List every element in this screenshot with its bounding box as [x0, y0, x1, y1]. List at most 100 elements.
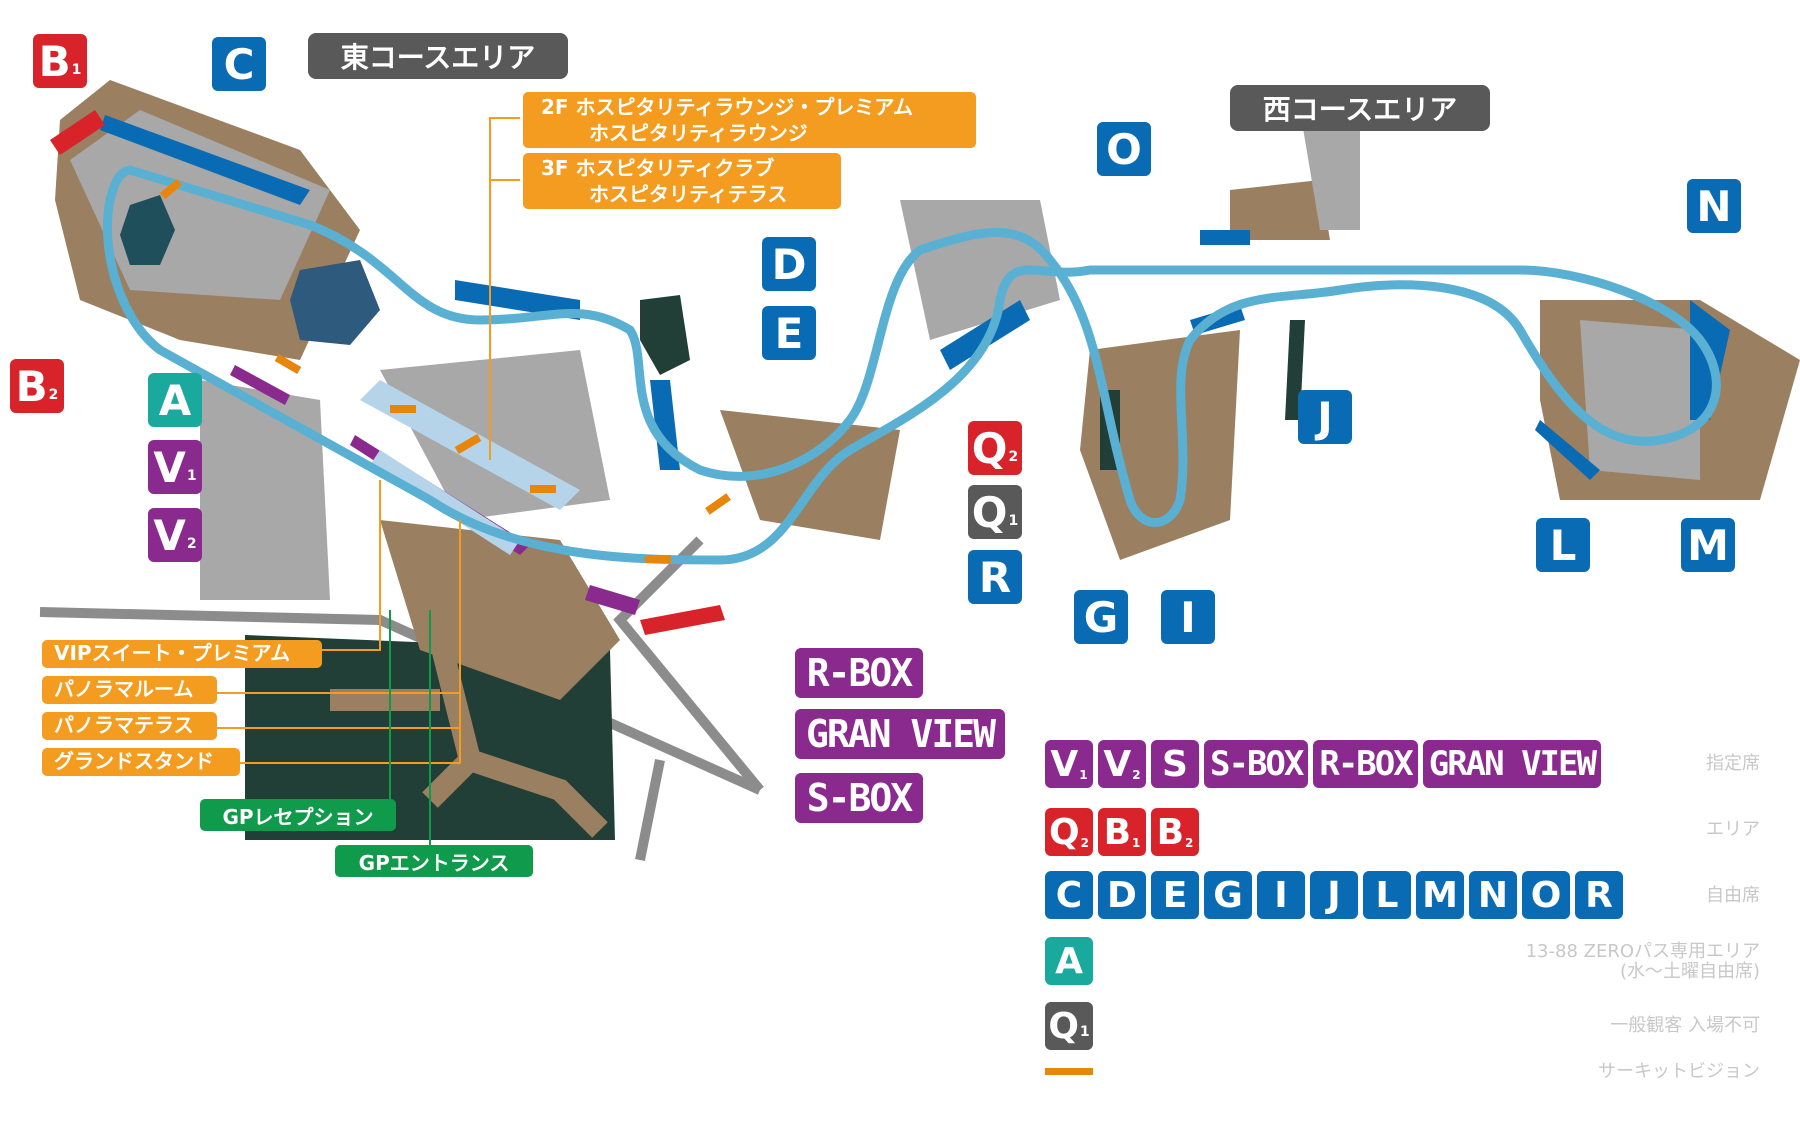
pond	[120, 195, 175, 265]
park-paths	[330, 637, 608, 838]
legend-text-zero-pass-line2: (水〜土曜自由席)	[1619, 961, 1760, 982]
legend-text-reserved: 指定席	[1706, 753, 1760, 774]
seat-badge-g: G	[1074, 590, 1128, 644]
hospitality-3f-line1: 3F ホスピタリティクラブ	[541, 156, 775, 180]
ground	[55, 80, 1800, 700]
seat-badge-j: J	[1298, 390, 1352, 444]
forest-patch	[640, 295, 690, 375]
legend-badge-letter: S	[1162, 743, 1188, 785]
legend-badge-subscript: 2	[1080, 836, 1089, 850]
seat-badge-o: O	[1097, 122, 1151, 176]
seat-badge-a: A	[148, 373, 202, 427]
legend-badge-subscript: 2	[1185, 836, 1194, 850]
legend-badge-letter: V	[1103, 743, 1132, 785]
legend-badge-letter: V	[1050, 743, 1079, 785]
seat-badge-letter: M	[1687, 520, 1729, 570]
legend-badge-letter: S-BOX	[1210, 744, 1304, 784]
seat-badge-subscript: 1	[186, 468, 197, 484]
leader-lines-green	[389, 610, 431, 855]
legend-vision-bar	[1045, 1068, 1093, 1075]
hospitality-3f-label: 3F ホスピタリティクラブ ホスピタリティテラス	[523, 153, 841, 209]
legend-badge-j: J	[1310, 871, 1358, 919]
legend-badge-i: I	[1257, 871, 1305, 919]
seat-badge-letter: G	[1083, 592, 1119, 642]
seat-badge-subscript: 1	[1008, 513, 1019, 529]
legend-badge-m: M	[1416, 871, 1464, 919]
legend-text-no-entry: 一般観客 入場不可	[1610, 1015, 1760, 1036]
seat-badge-letter: R	[978, 552, 1012, 602]
legend-text-vision: サーキットビジョン	[1598, 1061, 1760, 1082]
seat-badge-d: D	[762, 237, 816, 291]
panorama-room-label: パノラマルーム	[42, 676, 217, 704]
legend-badge-c: C	[1045, 871, 1093, 919]
legend-badge-o: O	[1522, 871, 1570, 919]
red-stands	[50, 110, 725, 635]
gp-reception-label: GPレセプション	[200, 799, 396, 831]
seat-badge-letter: E	[774, 308, 804, 358]
legend-text-area: エリア	[1706, 819, 1760, 840]
seat-badge-subscript: 2	[186, 536, 197, 552]
legend-badge-letter: R	[1585, 874, 1613, 916]
legend-badge-l: L	[1363, 871, 1411, 919]
east-course-area-label: 東コースエリア	[308, 33, 568, 79]
seat-badge-l: L	[1536, 518, 1590, 572]
grandstand-label: グランドスタンド	[42, 748, 240, 776]
legend-badge-g: G	[1204, 871, 1252, 919]
vip-suite-label: VIPスイート・プレミアム	[42, 640, 322, 668]
legend-row-zero-pass: A	[1045, 937, 1093, 985]
hospitality-2f-line1: 2F ホスピタリティラウンジ・プレミアム	[541, 95, 913, 119]
seat-badge-letter: V	[153, 510, 186, 560]
legend-badge-d: D	[1098, 871, 1146, 919]
legend-badge-subscript: 2	[1132, 768, 1141, 782]
seat-badge-c: C	[212, 37, 266, 91]
legend-badge-r: R	[1575, 871, 1623, 919]
r-box-label: R-BOX	[795, 648, 923, 698]
seat-badge-subscript: 2	[1008, 449, 1019, 465]
legend-badge-letter: C	[1055, 874, 1083, 916]
legend-badge-gran-view: GRAN VIEW	[1422, 740, 1601, 788]
legend-badge-letter: I	[1274, 874, 1288, 916]
legend-badge-letter: GRAN VIEW	[1428, 744, 1597, 784]
legend-badge-e: E	[1151, 871, 1199, 919]
seat-badge-letter: A	[158, 375, 192, 425]
s-box-label: S-BOX	[795, 773, 923, 823]
pond	[290, 260, 380, 345]
seat-badge-subscript: 1	[71, 62, 82, 78]
panorama-terrace-label: パノラマテラス	[42, 712, 217, 740]
hospitality-3f-line2: ホスピタリティテラス	[589, 182, 788, 206]
legend-badge-letter: O	[1530, 874, 1562, 916]
seat-badge-n: N	[1687, 179, 1741, 233]
legend-badge-letter: Q	[1049, 811, 1080, 853]
seat-badge-m: M	[1681, 518, 1735, 572]
service-areas	[70, 110, 1700, 600]
seat-badge-letter: D	[771, 239, 807, 289]
legend-badge-letter: D	[1107, 874, 1137, 916]
legend-badge-s-box: S-BOX	[1204, 740, 1309, 788]
seat-badge-r: R	[968, 550, 1022, 604]
legend-text-zero-pass-line1: 13-88 ZEROパス専用エリア	[1525, 941, 1760, 962]
leader-lines	[215, 117, 520, 764]
legend-badge-letter: R-BOX	[1319, 744, 1413, 784]
race-track	[103, 165, 1721, 565]
seat-badge-letter: V	[153, 442, 186, 492]
legend-badge-letter: E	[1162, 874, 1188, 916]
legend-badge-s: S	[1151, 740, 1199, 788]
seat-badge-letter: Q	[971, 423, 1008, 473]
hospitality-2f-line2: ホスピタリティラウンジ	[589, 121, 808, 145]
gran-view-label: GRAN VIEW	[795, 709, 1005, 759]
legend-badge-r-box: R-BOX	[1313, 740, 1418, 788]
legend-badge-letter: L	[1375, 874, 1399, 916]
